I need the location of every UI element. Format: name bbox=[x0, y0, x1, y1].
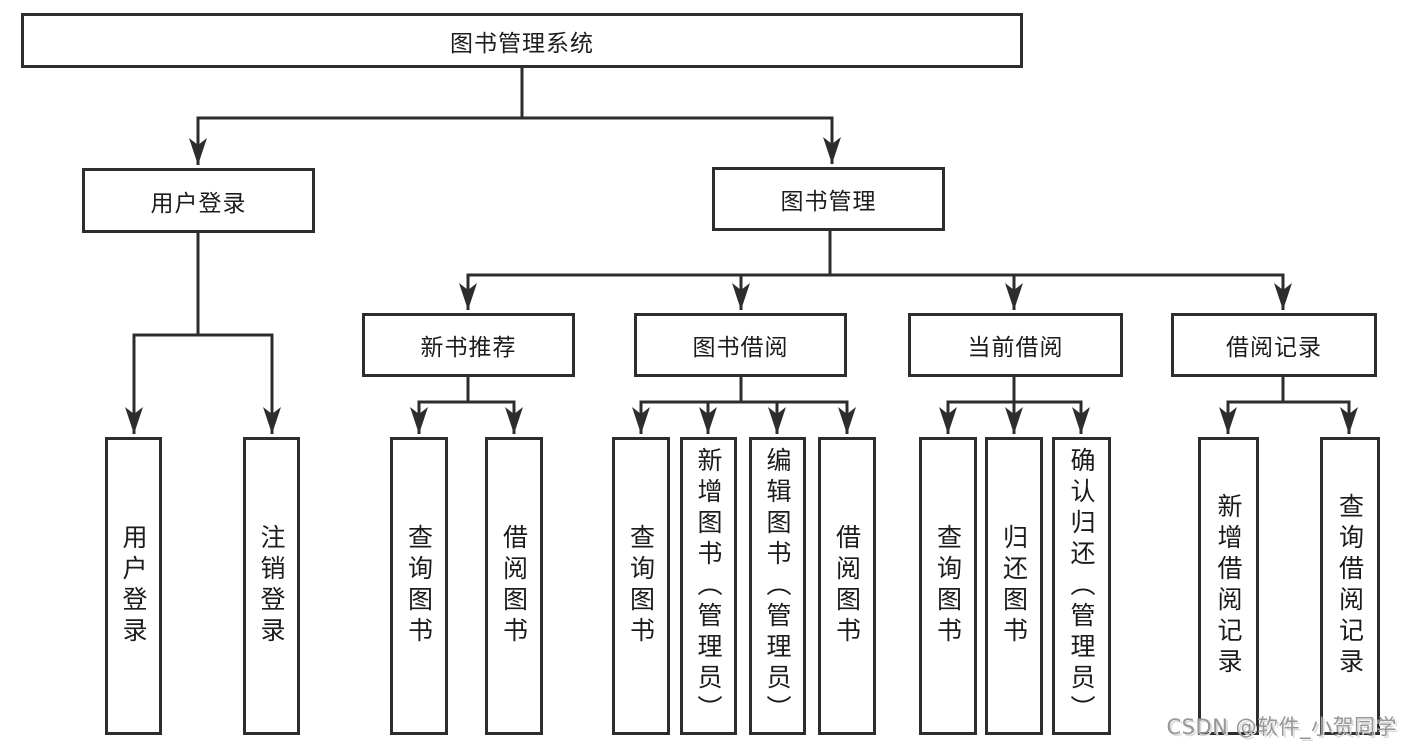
leaf-add-borrow-record: 新增借阅记录 bbox=[1198, 437, 1259, 735]
leaf-query-books-newbook: 查询图书 bbox=[390, 437, 448, 735]
leaf-query-books-borrowing: 查询图书 bbox=[612, 437, 670, 735]
node-borrowing-records: 借阅记录 bbox=[1171, 313, 1377, 377]
leaf-query-books-current: 查询图书 bbox=[919, 437, 977, 735]
node-user-login: 用户登录 bbox=[82, 168, 315, 233]
leaf-borrow-books-newbook: 借阅图书 bbox=[485, 437, 543, 735]
leaf-edit-books-admin: 编辑图书（管理员） bbox=[749, 437, 806, 735]
leaf-return-books: 归还图书 bbox=[985, 437, 1043, 735]
leaf-add-books-admin: 新增图书（管理员） bbox=[680, 437, 737, 735]
node-book-management: 图书管理 bbox=[712, 167, 945, 231]
node-current-borrowing: 当前借阅 bbox=[908, 313, 1123, 377]
leaf-query-borrow-record: 查询借阅记录 bbox=[1320, 437, 1380, 735]
leaf-user-login: 用户登录 bbox=[105, 437, 162, 735]
node-library-management-system: 图书管理系统 bbox=[21, 13, 1023, 68]
connectors bbox=[125, 68, 1358, 434]
leaf-borrow-books-borrowing: 借阅图书 bbox=[818, 437, 876, 735]
csdn-watermark: CSDN @软件_小贺同学 bbox=[1166, 715, 1397, 739]
node-new-book-recommendation: 新书推荐 bbox=[362, 313, 575, 377]
node-book-borrowing: 图书借阅 bbox=[634, 313, 847, 377]
leaf-confirm-return-admin: 确认归还（管理员） bbox=[1052, 437, 1111, 735]
leaf-logout: 注销登录 bbox=[243, 437, 300, 735]
